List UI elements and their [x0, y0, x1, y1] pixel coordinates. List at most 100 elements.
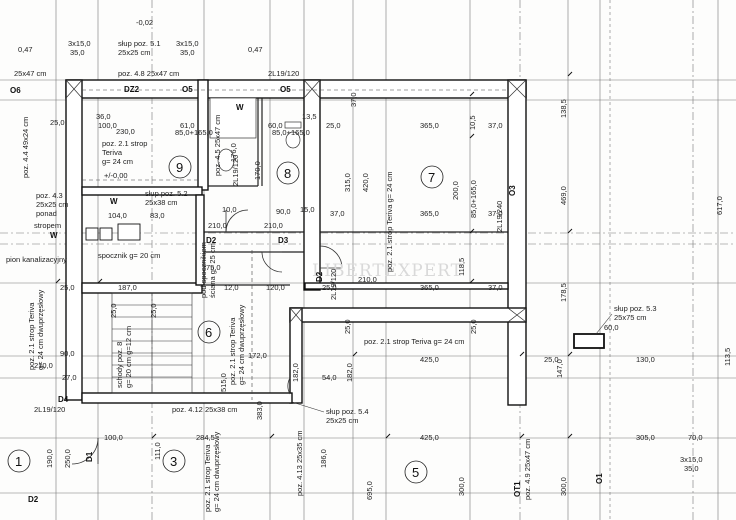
watermark-text: LIBERTEXPERT: [312, 261, 463, 281]
partitions: [204, 98, 508, 286]
level-zero: +/-0,00: [104, 171, 128, 180]
dim: 365,0: [420, 209, 439, 218]
dimension-labels: 3x15,0 35,0 3x15,0 35,0 25,0 36,0 100,0 …: [34, 39, 732, 500]
dim: 190,0: [45, 449, 54, 468]
mark-ot1: OT1: [513, 481, 522, 497]
lintel-49: poz. 4.9 25x47 cm: [523, 439, 532, 500]
dim: 90,0: [276, 207, 291, 216]
dim: 25,0: [544, 355, 559, 364]
post-43-line2: 25x25 cm: [36, 200, 69, 209]
dim: 3x15,0: [680, 455, 703, 464]
window-mark-w1: W: [110, 197, 118, 206]
room-circle: [404, 460, 428, 484]
dim: 100,0: [98, 121, 117, 130]
slab-label-line1: poz. 2.1 strop: [102, 139, 147, 148]
post-51-line2: 25x25 cm: [118, 48, 151, 57]
dim: 210,0: [358, 275, 377, 284]
post-52-line1: słup poz. 5.2: [145, 189, 188, 198]
window-mark-w3: W: [236, 103, 244, 112]
label-schody-b: g= 20 cm g=12 cm: [124, 326, 133, 388]
lintel-48: poz. 4.8 25x47 cm: [118, 69, 179, 78]
mark-d3: D3: [278, 236, 289, 245]
room-number-5: 5: [412, 465, 419, 480]
lintel-45: poz. 4.5 25x47 cm: [213, 115, 222, 176]
dim: 25,0: [50, 118, 65, 127]
dim: 210,0: [34, 361, 53, 370]
mark-o5-a: O5: [182, 85, 193, 94]
dim: 383,0: [255, 401, 264, 420]
post-54-line2: 25x25 cm: [326, 416, 359, 425]
dim: 85,0+165,0: [272, 128, 310, 137]
dim: 25,0: [322, 283, 337, 292]
post-53-line2: 25x75 cm: [614, 313, 647, 322]
lintel-44: poz. 4.4 49x24 cm: [21, 117, 30, 178]
dim: 210,0: [208, 221, 227, 230]
label-spocznik: spocznik g= 20 cm: [98, 251, 160, 260]
dim: 90,0: [60, 349, 75, 358]
dim: 61,0: [180, 121, 195, 130]
dim: 100,0: [104, 433, 123, 442]
level-047-a: 0,47: [18, 45, 33, 54]
lintel-2l19-120-b: 2L19/120: [34, 405, 65, 414]
room-circle: [197, 320, 221, 344]
room-circle: [162, 449, 186, 473]
dim: 200,0: [451, 181, 460, 200]
dim: 10,5: [468, 115, 477, 130]
dim: 15,0: [300, 205, 315, 214]
room-number-7: 7: [428, 170, 435, 185]
label-pod-spocznik-a: pod spocznikiem: [199, 242, 208, 298]
dim: 172,0: [248, 351, 267, 360]
dim: 75,0: [206, 263, 221, 272]
dim: 70,0: [688, 433, 703, 442]
label-stropem: stropem: [34, 221, 61, 230]
leader-line: [595, 313, 613, 335]
room-circle: [7, 449, 31, 473]
dim: 111,0: [153, 442, 162, 460]
mark-o5-b: O5: [280, 85, 291, 94]
dim: 315,0: [343, 173, 352, 192]
beam-lines: [82, 89, 508, 400]
room-circle: [168, 155, 192, 179]
dim: 25,0: [60, 283, 75, 292]
dim: 617,0: [715, 196, 724, 215]
dim: 300,0: [559, 477, 568, 496]
slab-label-left-a: poz. 2.1 strop Teriva: [27, 302, 36, 370]
label-pod-spocznik-b: ściana g= 25 cm: [208, 243, 217, 298]
mark-o3: O3: [508, 185, 517, 196]
room-markers: 9 8 7 6 1 3 5: [7, 155, 444, 484]
door-swings: [71, 209, 343, 465]
walls: [65, 79, 527, 406]
dim: 25,0: [149, 303, 158, 318]
label-pion: pion kanalizacyjny: [6, 255, 67, 264]
post-51-line1: słup poz. 5.1: [118, 39, 161, 48]
mark-dz2: DZ2: [124, 85, 140, 94]
room-number-9: 9: [176, 160, 183, 175]
lintel-413: poz. 4.13 25x35 cm: [295, 431, 304, 496]
label-schody-a: schody poz. 8: [115, 342, 124, 388]
lintel-2l19-240: 2L19/240: [495, 201, 504, 232]
post-43-line1: poz. 4.3: [36, 191, 63, 200]
dim: 187,0: [118, 283, 137, 292]
leader-line: [291, 401, 325, 413]
dim: 425,0: [420, 355, 439, 364]
lintel-2l19-120-c: 2L19/120: [329, 269, 338, 300]
dim: 113,5: [723, 348, 732, 366]
mark-o6: O6: [10, 86, 21, 95]
dim: 469,0: [559, 186, 568, 205]
lintel-2l19-120-d: 2L19/120: [231, 155, 240, 186]
dim: 3x15,0: [68, 39, 91, 48]
window-mark-w2: W: [50, 231, 58, 240]
dim: 118,5: [457, 258, 466, 276]
bathroom-fixtures: [209, 97, 302, 172]
dim: 83,0: [150, 211, 165, 220]
wall-hatches: [65, 79, 527, 323]
dim: 25,0: [469, 319, 478, 334]
mark-d2-b: D2: [315, 271, 324, 282]
slab-label-line3: g= 24 cm: [102, 157, 133, 166]
dim: 230,0: [116, 127, 135, 136]
slab-label-room7: poz. 2.1 strop Teriva g= 24 cm: [385, 171, 394, 272]
dim: 182,0: [291, 363, 300, 382]
room-number-3: 3: [170, 454, 177, 469]
